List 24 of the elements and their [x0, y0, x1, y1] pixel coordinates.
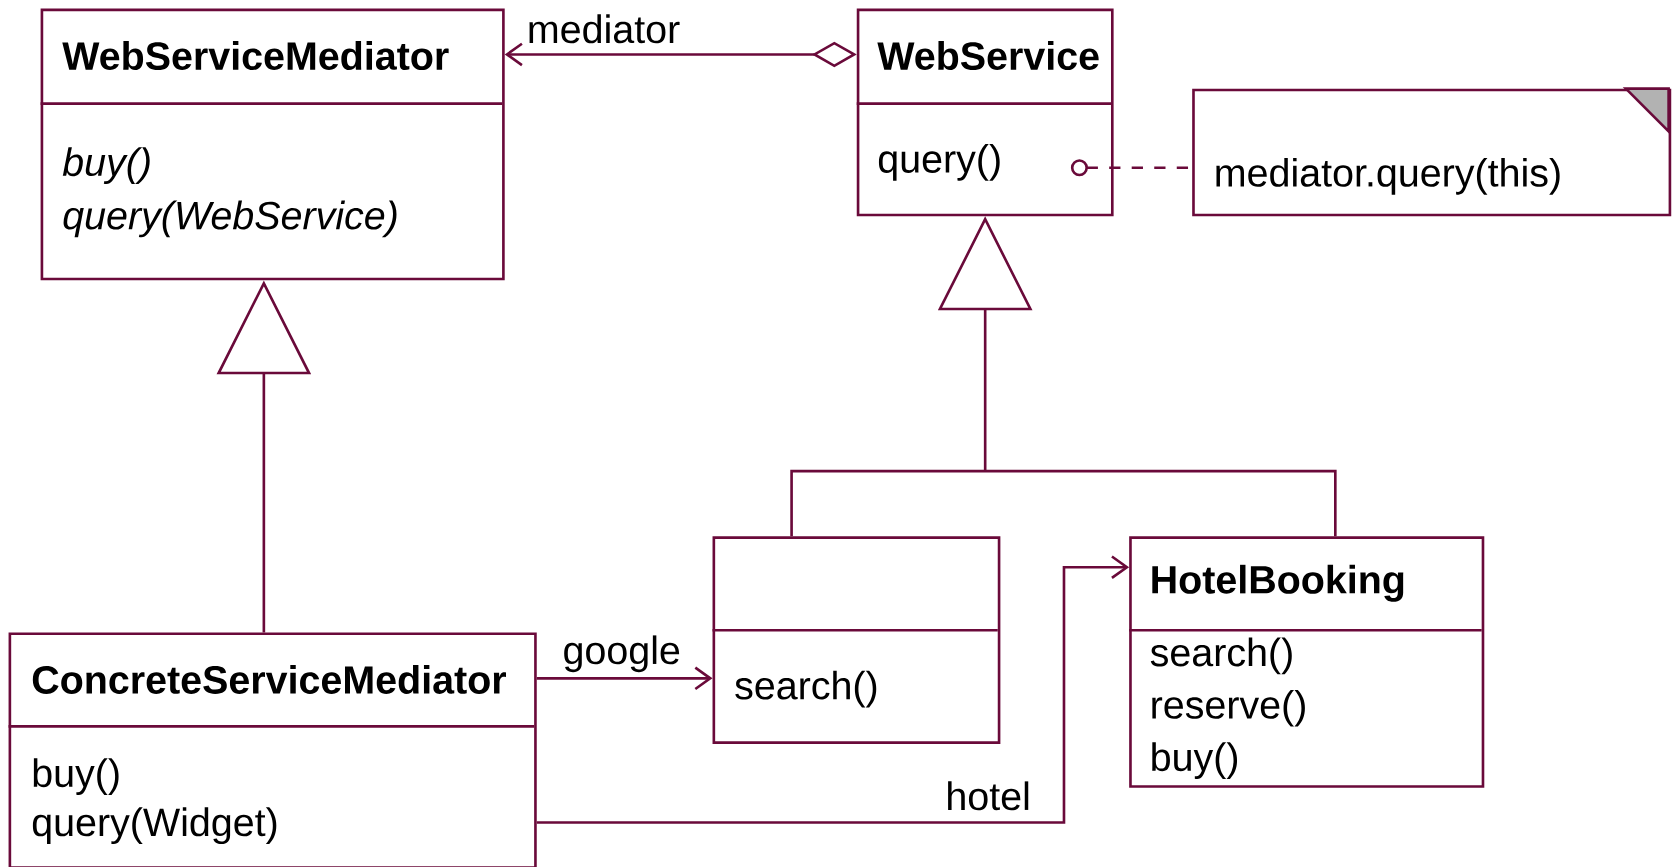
connector	[536, 666, 713, 690]
method-name: buy()	[33, 758, 119, 795]
class-box	[1129, 536, 1485, 788]
edge-label: mediator	[523, 10, 684, 47]
method-name: buy()	[1152, 742, 1237, 779]
method-name: reserve()	[1152, 689, 1305, 727]
method-name: search()	[735, 670, 877, 708]
method-name: buy()	[62, 147, 150, 184]
method-name: query(Widget)	[32, 807, 277, 844]
method-name: query(WebService)	[63, 200, 397, 238]
method-name: query()	[878, 143, 1000, 181]
class-name: ConcreteServiceMediator	[32, 664, 506, 694]
class-box	[856, 8, 1114, 217]
note-box: mediator.query(this)	[1192, 87, 1672, 217]
class-name: WebService	[877, 40, 1099, 70]
edge-label: hotel	[941, 777, 1035, 814]
class-box	[712, 536, 1001, 744]
method-name: search()	[1150, 637, 1292, 675]
class-box	[8, 632, 537, 867]
edge-label: google	[558, 631, 685, 676]
class-name: HotelBooking	[1152, 564, 1404, 602]
connector	[536, 555, 1130, 824]
class-name: WebServiceMediator	[62, 40, 449, 70]
class-box	[40, 8, 505, 281]
